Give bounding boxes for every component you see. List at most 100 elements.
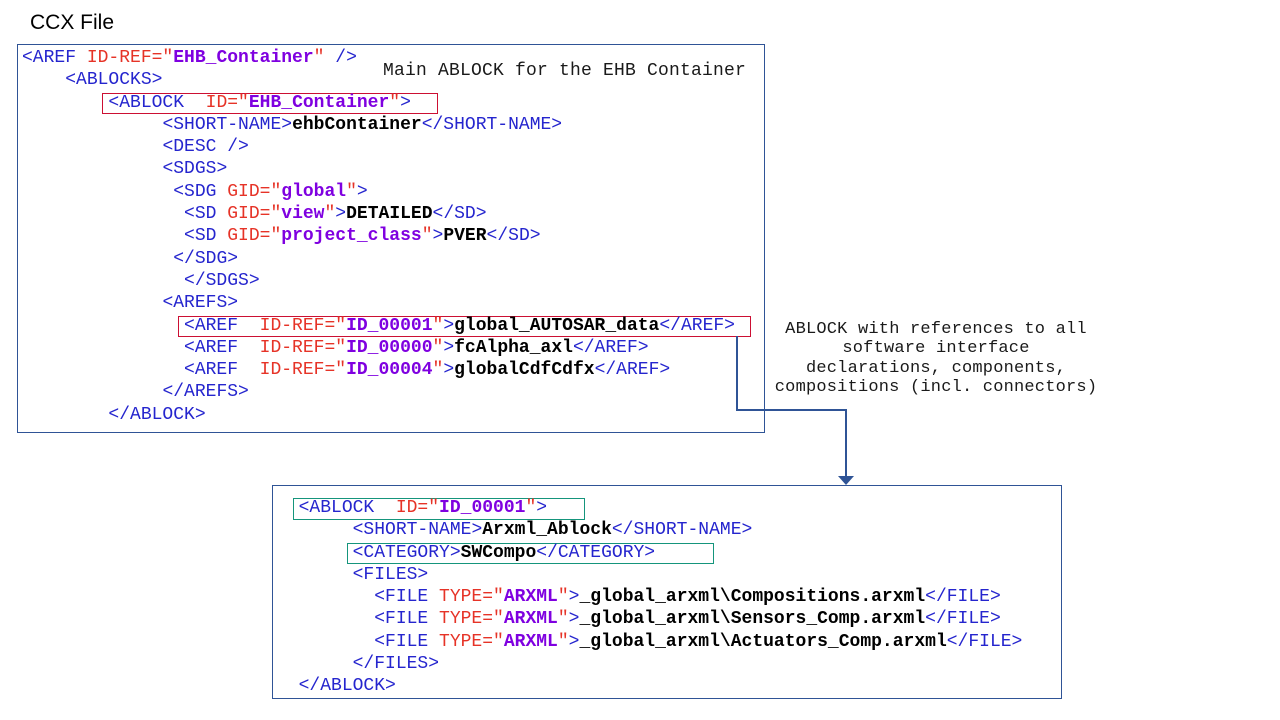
code-line: <FILE TYPE="ARXML">_global_arxml\Actuato… <box>277 631 1061 653</box>
code-line: <ABLOCK ID="ID_00001"> <box>277 497 1061 520</box>
code-tag: <SD <box>184 226 228 247</box>
main-ablock-note: Main ABLOCK for the EHB Container <box>383 61 747 81</box>
code-txt: DETAILED <box>346 204 433 225</box>
red-highlight-box: <AREF ID-REF="ID_00001">global_AUTOSAR_d… <box>178 315 751 338</box>
code-txt: _global_arxml\Actuators_Comp.arxml <box>579 631 947 652</box>
code-tag: <FILES> <box>352 564 429 585</box>
code-tag: > <box>356 181 368 202</box>
code-line: <AREF ID-REF="ID_00001">global_AUTOSAR_d… <box>22 315 764 338</box>
code-attr: ID-REF=" <box>259 360 347 381</box>
arrowhead-icon <box>838 476 854 485</box>
code-tag: </AREF> <box>659 315 746 336</box>
code-tag: <AREF <box>22 48 87 68</box>
code-attr: " <box>525 498 537 518</box>
code-tag: <SDG <box>173 181 228 202</box>
code-attr: " <box>432 337 444 358</box>
code-txt: globalCdfCdfx <box>454 360 595 381</box>
connector-segment-down <box>736 336 738 411</box>
code-tag: > <box>536 498 580 518</box>
code-line: <SD GID="view">DETAILED</SD> <box>22 203 764 225</box>
code-line: <AREF ID-REF="ID_00004">globalCdfCdfx</A… <box>22 359 764 381</box>
code-line: <AREF ID-REF="ID_00000">fcAlpha_axl</ARE… <box>22 337 764 359</box>
code-txt: Arxml_Ablock <box>482 520 612 541</box>
code-line: </SDG> <box>22 248 764 270</box>
code-tag: </FILES> <box>352 654 440 675</box>
code-tag: </FILE> <box>925 609 1001 630</box>
code-tag: > <box>568 609 580 630</box>
code-line: </FILES> <box>277 653 1061 675</box>
code-attr: " <box>557 609 569 630</box>
code-tag: </AREFS> <box>162 382 249 403</box>
code-line: </SDGS> <box>22 270 764 292</box>
teal-highlight-box: <CATEGORY>SWCompo</CATEGORY> <box>346 542 715 565</box>
code-tag: > <box>568 631 580 652</box>
code-tag: > <box>432 226 444 247</box>
code-attr: " <box>324 204 336 225</box>
code-tag: <ABLOCK <box>108 92 206 113</box>
code-txt: _global_arxml\Sensors_Comp.arxml <box>579 609 926 630</box>
code-tag: </SD> <box>432 204 487 225</box>
arxml-ablock-code-box: <ABLOCK ID="ID_00001"> <SHORT-NAME>Arxml… <box>272 485 1062 699</box>
code-tag: <DESC /> <box>162 137 249 158</box>
code-val: ID_00000 <box>346 337 433 358</box>
code-line: <SDGS> <box>22 158 764 180</box>
code-tag: <SHORT-NAME> <box>162 114 293 135</box>
code-attr: ID-REF=" <box>86 48 174 68</box>
code-val: ID_00001 <box>346 315 433 336</box>
code-tag: <ABLOCK <box>298 498 396 518</box>
code-tag: <AREF <box>184 360 260 381</box>
code-val: EHB_Container <box>248 92 390 113</box>
code-tag: > <box>443 337 455 358</box>
code-tag: </ABLOCK> <box>298 676 396 697</box>
code-line: <ABLOCK ID="EHB_Container"> <box>22 92 764 115</box>
code-attr: " <box>421 226 433 247</box>
code-attr: " <box>313 48 325 68</box>
red-highlight-box: <ABLOCK ID="EHB_Container"> <box>102 92 438 115</box>
code-tag: <AREF <box>184 337 260 358</box>
code-tag: > <box>400 92 433 113</box>
code-attr: GID=" <box>227 226 282 247</box>
code-attr: ID-REF=" <box>259 315 347 336</box>
code-val: ARXML <box>503 631 558 652</box>
code-tag: </SD> <box>486 226 541 247</box>
code-line: </ABLOCK> <box>277 675 1061 697</box>
code-tag: <CATEGORY> <box>352 542 461 563</box>
code-attr: " <box>432 360 444 381</box>
code-line: </ABLOCK> <box>22 404 764 426</box>
connector-segment-right <box>736 409 847 411</box>
code-line: <CATEGORY>SWCompo</CATEGORY> <box>277 542 1061 565</box>
code-line: <SD GID="project_class">PVER</SD> <box>22 225 764 247</box>
code-tag: </SHORT-NAME> <box>611 520 753 541</box>
code-attr: TYPE=" <box>439 631 504 652</box>
code-line: <AREFS> <box>22 292 764 314</box>
code-line: <SHORT-NAME>Arxml_Ablock</SHORT-NAME> <box>277 519 1061 541</box>
code-txt: SWCompo <box>460 542 537 563</box>
code-attr: TYPE=" <box>439 587 504 608</box>
code-tag: <FILE <box>374 609 440 630</box>
code-tag: > <box>443 360 455 381</box>
code-tag: > <box>443 315 455 336</box>
code-val: view <box>281 204 325 225</box>
code-tag: <AREF <box>184 315 260 336</box>
code-tag: </CATEGORY> <box>536 542 710 563</box>
teal-highlight-box: <ABLOCK ID="ID_00001"> <box>292 498 585 520</box>
page-title: CCX File <box>30 11 115 34</box>
code-attr: GID=" <box>227 204 282 225</box>
code-attr: GID=" <box>227 181 282 202</box>
code-line: <SHORT-NAME>ehbContainer</SHORT-NAME> <box>22 114 764 136</box>
code-tag: <SDGS> <box>162 159 228 180</box>
code-tag: > <box>568 587 580 608</box>
code-txt: global_AUTOSAR_data <box>454 315 660 336</box>
code-val: project_class <box>281 226 422 247</box>
code-tag: </ABLOCK> <box>108 404 206 425</box>
code-line: <ABLOCKS> <box>22 69 764 91</box>
code-attr: ID=" <box>395 498 440 518</box>
code-tag: </SDG> <box>173 248 239 269</box>
code-line: </AREFS> <box>22 381 764 403</box>
code-val: ID_00004 <box>346 360 433 381</box>
code-line: <AREF ID-REF="EHB_Container" /> <box>22 47 764 69</box>
code-tag: <FILE <box>374 631 440 652</box>
code-line: <SDG GID="global"> <box>22 181 764 203</box>
code-txt: _global_arxml\Compositions.arxml <box>579 587 926 608</box>
